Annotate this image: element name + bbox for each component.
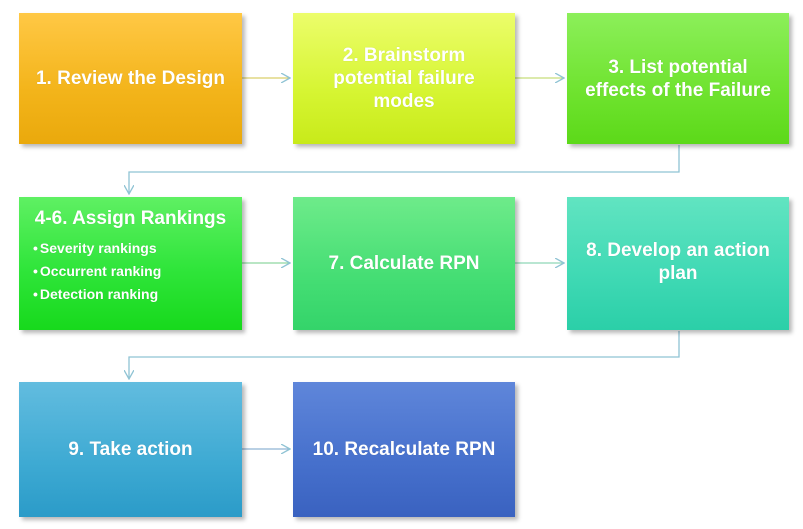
list-item-detection: Detection ranking: [31, 283, 230, 306]
list-item-occurrence: Occurrent ranking: [31, 260, 230, 283]
step-brainstorm: 2. Brainstorm potential failure modes: [293, 13, 515, 144]
step-take-action: 9. Take action: [19, 382, 242, 517]
step-assign-rankings: 4-6. Assign Rankings Severity rankings O…: [19, 197, 242, 330]
step-review-design: 1. Review the Design: [19, 13, 242, 144]
step-label: 2. Brainstorm potential failure modes: [333, 45, 475, 112]
step-label: 8. Develop an action plan: [586, 240, 770, 284]
step-label: 10. Recalculate RPN: [312, 439, 496, 460]
step-label: 9. Take action: [68, 439, 193, 460]
list-item-severity: Severity rankings: [31, 237, 230, 260]
step-label: 1. Review the Design: [35, 68, 225, 89]
arrow-3-to-4: [129, 145, 680, 193]
arrow-6-to-7: [129, 331, 680, 378]
step-list-effects: 3. List potential effects of the Failure: [567, 13, 789, 144]
step-label: 3. List potential effects of the Failure: [585, 56, 771, 101]
ranking-list: Severity rankings Occurrent ranking Dete…: [31, 237, 230, 306]
step-calculate-rpn: 7. Calculate RPN: [293, 197, 515, 330]
step-action-plan: 8. Develop an action plan: [567, 197, 789, 330]
step-label: 4-6. Assign Rankings: [34, 208, 227, 229]
step-label: 7. Calculate RPN: [328, 253, 480, 274]
step-recalculate-rpn: 10. Recalculate RPN: [293, 382, 515, 517]
